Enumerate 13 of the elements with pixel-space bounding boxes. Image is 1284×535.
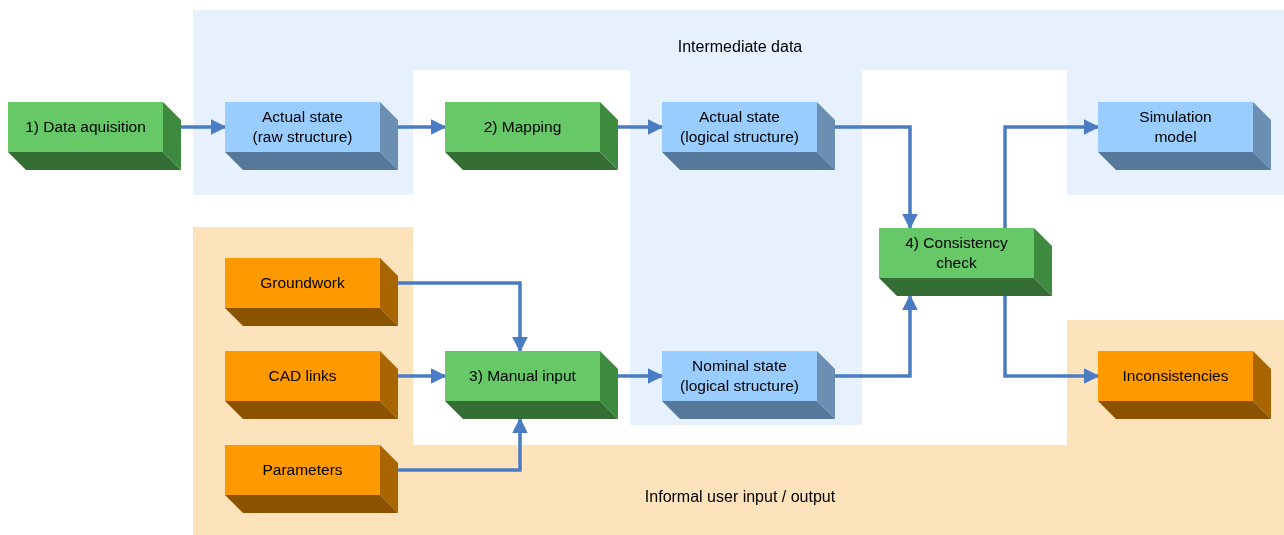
region-title: Intermediate data bbox=[677, 38, 803, 56]
arrow bbox=[181, 119, 227, 135]
arrow bbox=[398, 417, 528, 472]
arrow bbox=[618, 368, 664, 384]
arrow bbox=[398, 281, 528, 353]
arrow bbox=[1003, 296, 1100, 384]
arrow bbox=[835, 125, 918, 230]
region-title: Informal user input / output bbox=[644, 488, 836, 506]
arrow bbox=[398, 368, 447, 384]
arrow bbox=[618, 119, 664, 135]
arrow bbox=[835, 294, 918, 378]
arrow bbox=[1003, 119, 1100, 228]
arrow bbox=[398, 119, 447, 135]
